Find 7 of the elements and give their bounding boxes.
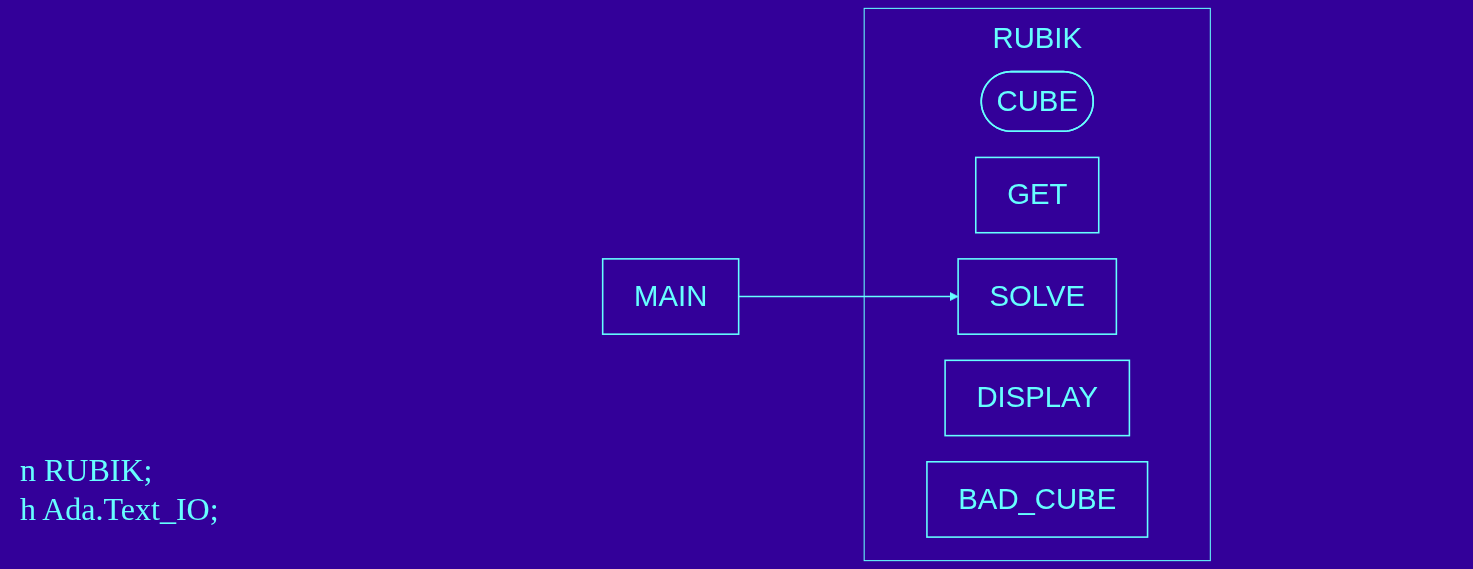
code-line: h Ada.Text_IO; [20, 491, 219, 528]
node-box: DISPLAY [944, 359, 1131, 437]
node-box: SOLVE [957, 258, 1118, 335]
node-box: GET [974, 156, 1100, 234]
node-box: BAD_CUBE [926, 461, 1149, 538]
node-box: MAIN [601, 258, 740, 335]
code-line: n RUBIK; [20, 452, 154, 489]
